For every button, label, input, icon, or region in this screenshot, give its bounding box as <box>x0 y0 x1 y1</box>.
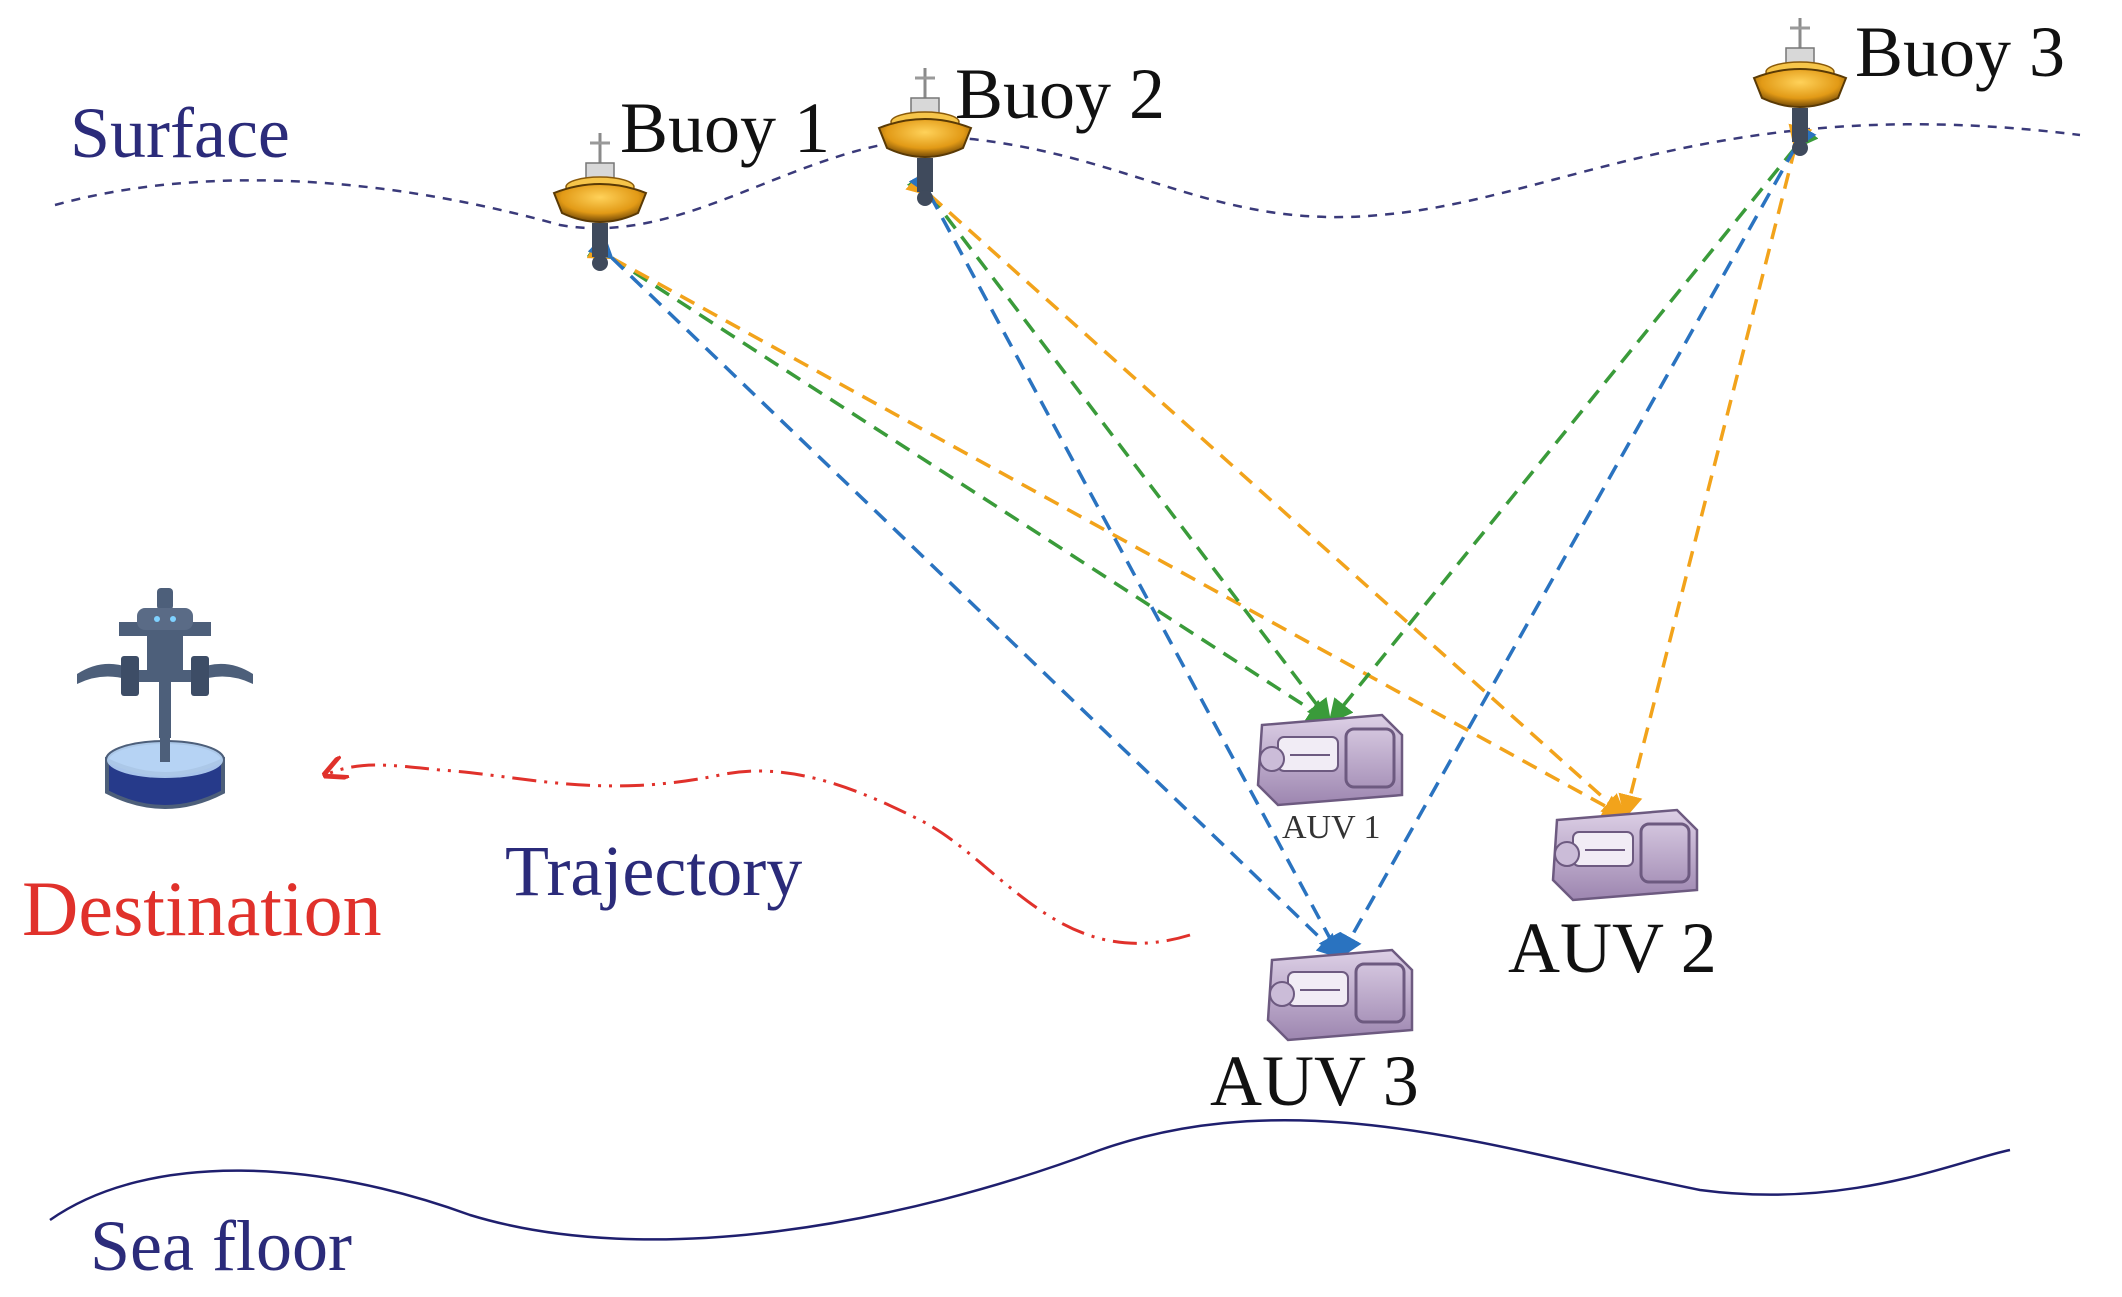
communication-links <box>586 122 1819 960</box>
link-buoy1-auv1 <box>586 235 1333 724</box>
trajectory-label: Trajectory <box>505 831 802 911</box>
link-buoy2-auv3 <box>908 169 1342 960</box>
auv-2-label: AUV 2 <box>1508 908 1717 988</box>
buoy-3-label: Buoy 3 <box>1855 12 2065 92</box>
buoy-2-icon <box>877 68 973 206</box>
link-buoy2-auv1 <box>906 170 1332 724</box>
buoy-3-icon <box>1752 18 1848 156</box>
auv-1-label: AUV 1 <box>1282 809 1381 846</box>
surface-line <box>54 123 2081 230</box>
link-buoy3-auv2 <box>1618 123 1813 820</box>
sea-floor-label: Sea floor <box>90 1206 352 1286</box>
auv-3-icon <box>1266 948 1414 1042</box>
link-buoy1-auv2 <box>586 236 1628 819</box>
sea-floor-line <box>49 1118 2011 1241</box>
destination-station-icon <box>77 588 253 809</box>
destination-label: Destination <box>22 865 382 952</box>
surface-label: Surface <box>70 93 290 173</box>
auv-1-icon <box>1256 713 1404 807</box>
buoy-1-icon <box>552 133 648 271</box>
link-buoy3-auv1 <box>1328 123 1819 724</box>
buoy-2-label: Buoy 2 <box>955 54 1165 134</box>
buoy-1-label: Buoy 1 <box>620 88 830 168</box>
auv-3-label: AUV 3 <box>1210 1041 1419 1121</box>
auv-2-icon <box>1551 808 1699 902</box>
